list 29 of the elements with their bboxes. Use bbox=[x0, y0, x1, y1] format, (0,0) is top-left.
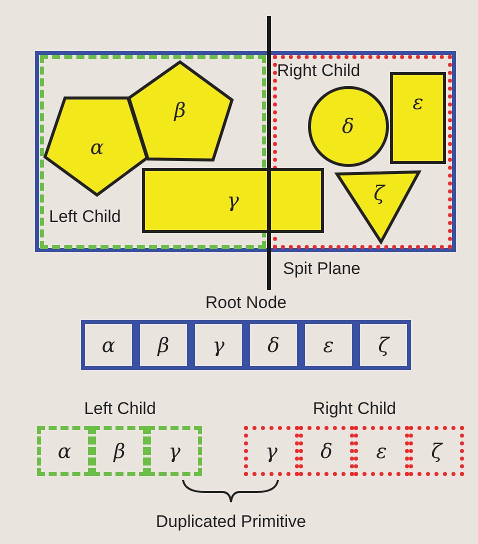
child-bounding-box bbox=[273, 55, 452, 249]
root-bounding-box bbox=[35, 51, 456, 252]
array-heading: Left Child bbox=[83, 398, 157, 420]
region-label: Right Child bbox=[277, 61, 360, 81]
array-cell: ζ bbox=[409, 426, 464, 476]
array-cell: γ bbox=[244, 426, 299, 476]
primitive-label: ε bbox=[412, 90, 424, 114]
array-cell: β bbox=[136, 320, 191, 370]
child-bounding-box bbox=[40, 55, 266, 249]
array-cell: ε bbox=[301, 320, 356, 370]
annotation-label: Spit Plane bbox=[283, 259, 360, 279]
primitive-label: δ bbox=[342, 114, 354, 138]
array-cell: γ bbox=[147, 426, 202, 476]
primitive-label: β bbox=[174, 98, 186, 122]
array-cell: α bbox=[81, 320, 136, 370]
array-cell: γ bbox=[191, 320, 246, 370]
primitive-label: α bbox=[90, 135, 104, 159]
primitive-label: γ bbox=[227, 188, 239, 212]
array-heading: Right Child bbox=[312, 398, 398, 420]
annotation-label: Duplicated Primitive bbox=[156, 512, 306, 532]
array-cell: β bbox=[92, 426, 147, 476]
array-cell: ζ bbox=[356, 320, 411, 370]
array-heading: Root Node bbox=[204, 292, 288, 314]
primitive-label: ζ bbox=[374, 181, 384, 205]
array-cell: α bbox=[37, 426, 92, 476]
array-cell: δ bbox=[299, 426, 354, 476]
array-cell: ε bbox=[354, 426, 409, 476]
region-label: Left Child bbox=[49, 207, 121, 227]
array-cell: δ bbox=[246, 320, 301, 370]
